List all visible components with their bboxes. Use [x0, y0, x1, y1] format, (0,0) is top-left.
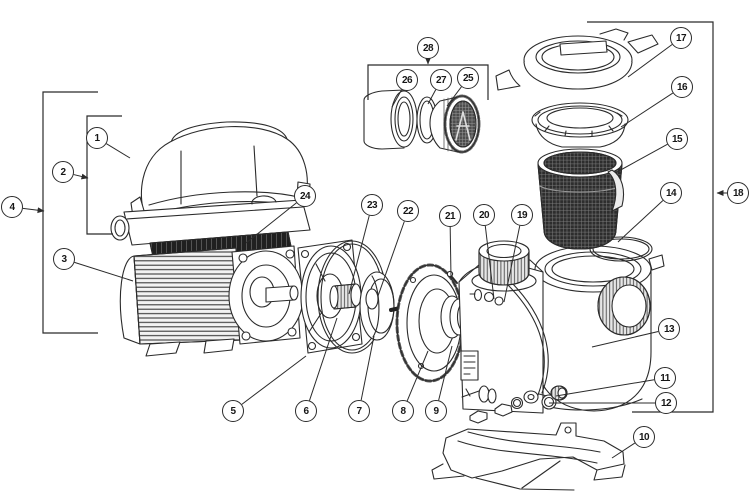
impeller-drawing — [359, 271, 395, 341]
strainer-basket-drawing — [537, 148, 625, 250]
drain-plugs-drawing — [461, 385, 568, 424]
leader-line-15 — [616, 143, 668, 173]
leader-line-27 — [427, 89, 437, 105]
callout-7: 7 — [348, 400, 370, 422]
callout-1: 1 — [86, 127, 108, 149]
lid-drawing — [531, 102, 629, 148]
leader-line-20 — [484, 225, 495, 300]
shaft-seal-drawing — [329, 283, 362, 310]
leader-line-11 — [555, 379, 655, 397]
callout-16: 16 — [671, 76, 693, 98]
callout-5: 5 — [222, 400, 244, 422]
leader-line-16 — [620, 92, 674, 128]
leader-line-24 — [245, 202, 297, 244]
callout-23: 23 — [361, 194, 383, 216]
callout-22: 22 — [397, 200, 419, 222]
motor-drawing — [119, 245, 304, 357]
callout-8: 8 — [392, 400, 414, 422]
callout-28: 28 — [417, 37, 439, 59]
callout-3: 3 — [53, 248, 75, 270]
clamp-ring-drawing — [495, 28, 659, 91]
callout-24: 24 — [294, 185, 316, 207]
callout-25: 25 — [457, 67, 479, 89]
callout-9: 9 — [425, 400, 447, 422]
callout-21: 21 — [439, 205, 461, 227]
callout-15: 15 — [666, 128, 688, 150]
leader-line-9 — [438, 345, 453, 401]
leader-line-17 — [627, 44, 673, 78]
leader-line-22 — [377, 221, 405, 297]
callout-11: 11 — [654, 367, 676, 389]
leader-line-13 — [591, 331, 659, 348]
leader-line-14 — [617, 200, 664, 243]
base-drawing — [431, 422, 626, 491]
bracket-group-18 — [587, 21, 714, 413]
callout-12: 12 — [655, 392, 677, 414]
callout-20: 20 — [473, 204, 495, 226]
leader-line-5 — [241, 355, 307, 405]
union-pipe-drawing — [363, 89, 418, 150]
leader-line-8 — [406, 350, 429, 402]
callout-10: 10 — [633, 426, 655, 448]
leader-line-19 — [503, 225, 521, 303]
bracket-group-28 — [367, 64, 489, 100]
leader-line-3 — [74, 261, 134, 282]
leader-line-26 — [391, 89, 403, 108]
callout-4: 4 — [1, 196, 23, 218]
callout-26: 26 — [396, 69, 418, 91]
callout-6: 6 — [295, 400, 317, 422]
leader-line-7 — [360, 335, 375, 401]
callout-2: 2 — [52, 161, 74, 183]
callout-13: 13 — [658, 318, 680, 340]
leader-line-6 — [309, 317, 338, 401]
leader-line-1 — [106, 143, 131, 159]
callout-17: 17 — [670, 27, 692, 49]
leader-line-21 — [449, 226, 452, 278]
leader-line-23 — [348, 215, 370, 295]
leader-line-4 — [22, 207, 45, 214]
leader-line-25 — [446, 86, 462, 107]
leader-line-2 — [73, 173, 89, 180]
callout-19: 19 — [511, 204, 533, 226]
union-nut-drawing — [429, 94, 481, 154]
callout-14: 14 — [660, 182, 682, 204]
leader-line-10 — [611, 442, 636, 459]
callout-18: 18 — [727, 182, 749, 204]
callout-27: 27 — [430, 69, 452, 91]
